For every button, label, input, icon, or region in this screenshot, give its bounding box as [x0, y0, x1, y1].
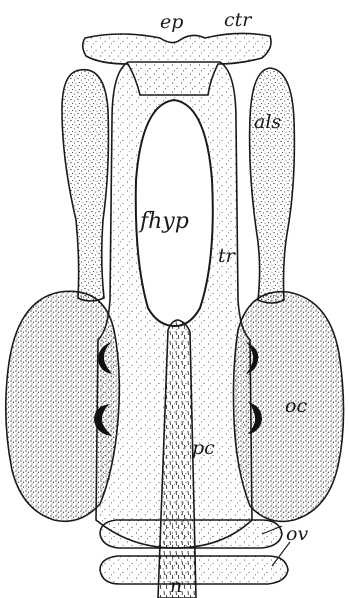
- label-pc: pc: [192, 437, 215, 459]
- label-als: als: [254, 111, 281, 133]
- label-ep: ep: [160, 11, 183, 33]
- label-ctr: ctr: [224, 9, 253, 31]
- label-fhyp: fhyp: [138, 209, 189, 234]
- label-tr: tr: [218, 245, 237, 267]
- label-oc: oc: [285, 395, 307, 417]
- label-n: n: [170, 575, 182, 597]
- label-ov: ov: [286, 523, 308, 545]
- alisphenoid-left: [62, 70, 108, 301]
- alisphenoid-right: [250, 68, 295, 303]
